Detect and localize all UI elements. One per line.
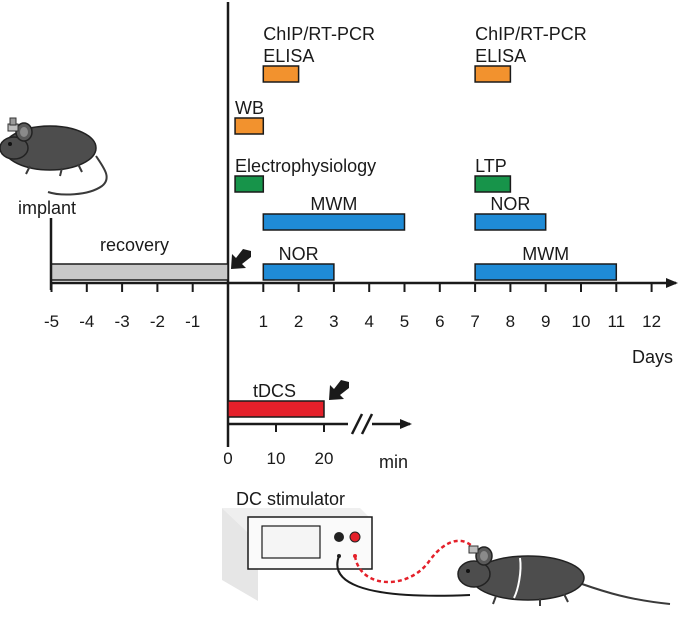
day-tick-label: 1 [259,312,268,331]
timeline-bar [234,175,265,193]
black-cable [336,555,471,597]
day-tick-label: 9 [541,312,550,331]
minute-axis-ticks: 0 10 20 [223,449,333,468]
timeline-bar [474,175,512,193]
dc-stimulator-device [222,508,373,601]
day-tick-label: 6 [435,312,444,331]
day-tick-label: 2 [294,312,303,331]
day-tick-label: 10 [572,312,591,331]
timeline-bar [262,65,300,83]
bar-label: NOR [490,194,530,214]
day-tick-label: 8 [506,312,515,331]
day-tick-label: -2 [150,312,165,331]
timeline-bar [262,213,406,231]
day-tick-label: 4 [364,312,373,331]
day-tick-label: -4 [79,312,94,331]
start-arrow-icon [231,249,251,269]
day-tick-label: 5 [400,312,409,331]
bar-label: ChIP/RT-PCR [475,24,587,44]
bar-label: NOR [279,244,319,264]
bar-label: ChIP/RT-PCR [263,24,375,44]
bar-label: MWM [522,244,569,264]
red-terminal-icon [349,531,361,543]
day-tick-label: 11 [607,312,625,331]
bar-label: LTP [475,156,507,176]
bar-label: WB [235,98,264,118]
day-tick-label: 3 [329,312,338,331]
day-tick-label: 7 [470,312,479,331]
timeline-bar [262,263,335,281]
minute-axis [228,413,412,435]
minute-tick-label: 20 [315,449,334,468]
day-tick-label: -1 [185,312,200,331]
stimulator-display [261,525,321,559]
timeline-bar [234,117,265,135]
implant-label: implant [18,198,76,218]
minute-tick-label: 10 [267,449,286,468]
timeline-bar [474,263,618,281]
day-tick-label: -3 [115,312,130,331]
timeline-bars: ChIP/RT-PCRELISAChIP/RT-PCRELISAWBElectr… [50,24,618,281]
axis-break-mark [350,413,364,435]
axis-break-mark [360,413,374,435]
red-cable [353,539,475,584]
timeline-bar [474,65,512,83]
tdcs-label: tDCS [253,381,296,401]
day-tick-label: -5 [44,312,59,331]
recovery-label: recovery [100,235,169,255]
implanted-mouse-icon [0,117,108,196]
bar-label: MWM [310,194,357,214]
timeline-bar [474,213,547,231]
days-axis-label: Days [632,347,673,367]
stimulator-label: DC stimulator [236,489,345,509]
stimulated-mouse-icon [457,545,671,606]
day-tick-label: 12 [642,312,661,331]
tdcs-bar [227,400,325,418]
timeline-bar [50,263,229,281]
min-axis-label: min [379,452,408,472]
bar-label: Electrophysiology [235,156,376,176]
bar-label: ELISA [475,46,526,66]
tdcs-arrow-icon [329,380,349,400]
black-terminal-icon [334,532,344,542]
bar-label: ELISA [263,46,314,66]
minute-tick-label: 0 [223,449,232,468]
